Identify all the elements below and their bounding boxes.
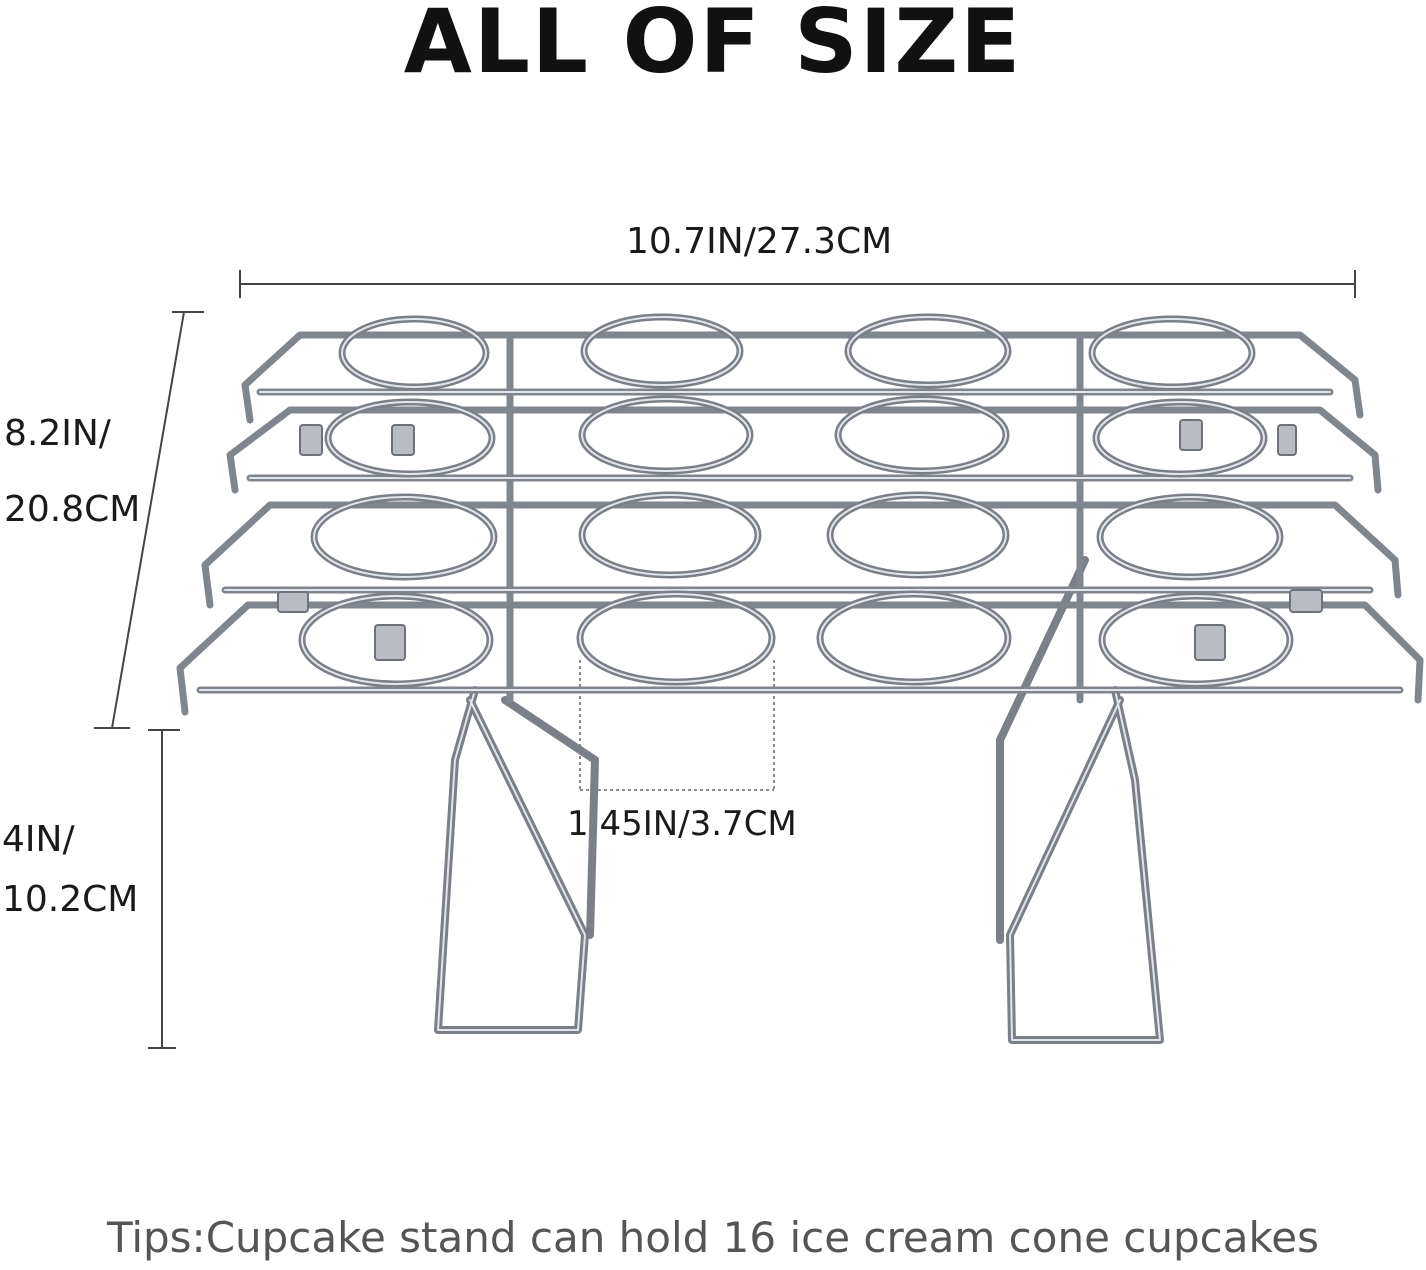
- tips-caption: Tips:Cupcake stand can hold 16 ice cream…: [106, 1213, 1320, 1262]
- stand-legs: [434, 556, 1164, 1044]
- height-dimension-label: 4IN/ 10.2CM: [2, 820, 138, 920]
- width-dimension-line: [239, 270, 1356, 298]
- depth-dimension-label: 8.2IN/ 20.8CM: [4, 414, 140, 530]
- clip: [391, 424, 415, 456]
- depth-dimension-label-inches: 8.2IN/: [4, 413, 111, 454]
- height-dimension-line: [148, 729, 180, 1049]
- rack-rails: [176, 331, 1424, 716]
- width-dimension-label: 10.7IN/27.3CM: [626, 221, 893, 262]
- ring-dimension-guide: [579, 660, 775, 791]
- clip: [374, 624, 406, 661]
- ring-dimension-label: 1.45IN/3.7CM: [567, 804, 797, 844]
- clip: [299, 424, 323, 456]
- cone-rings: [298, 313, 1294, 688]
- rack-clips: [277, 419, 1323, 661]
- clip: [277, 591, 309, 613]
- height-dimension-label-cm: 10.2CM: [2, 879, 139, 920]
- clip: [1194, 624, 1226, 661]
- clip: [1289, 589, 1323, 613]
- height-dimension-label-inches: 4IN/: [2, 819, 75, 860]
- depth-dimension-line: [94, 311, 204, 729]
- depth-dimension-label-cm: 20.8CM: [4, 489, 141, 530]
- clip: [1179, 419, 1203, 451]
- page-title: ALL OF SIZE: [403, 0, 1023, 93]
- clip: [1277, 424, 1297, 456]
